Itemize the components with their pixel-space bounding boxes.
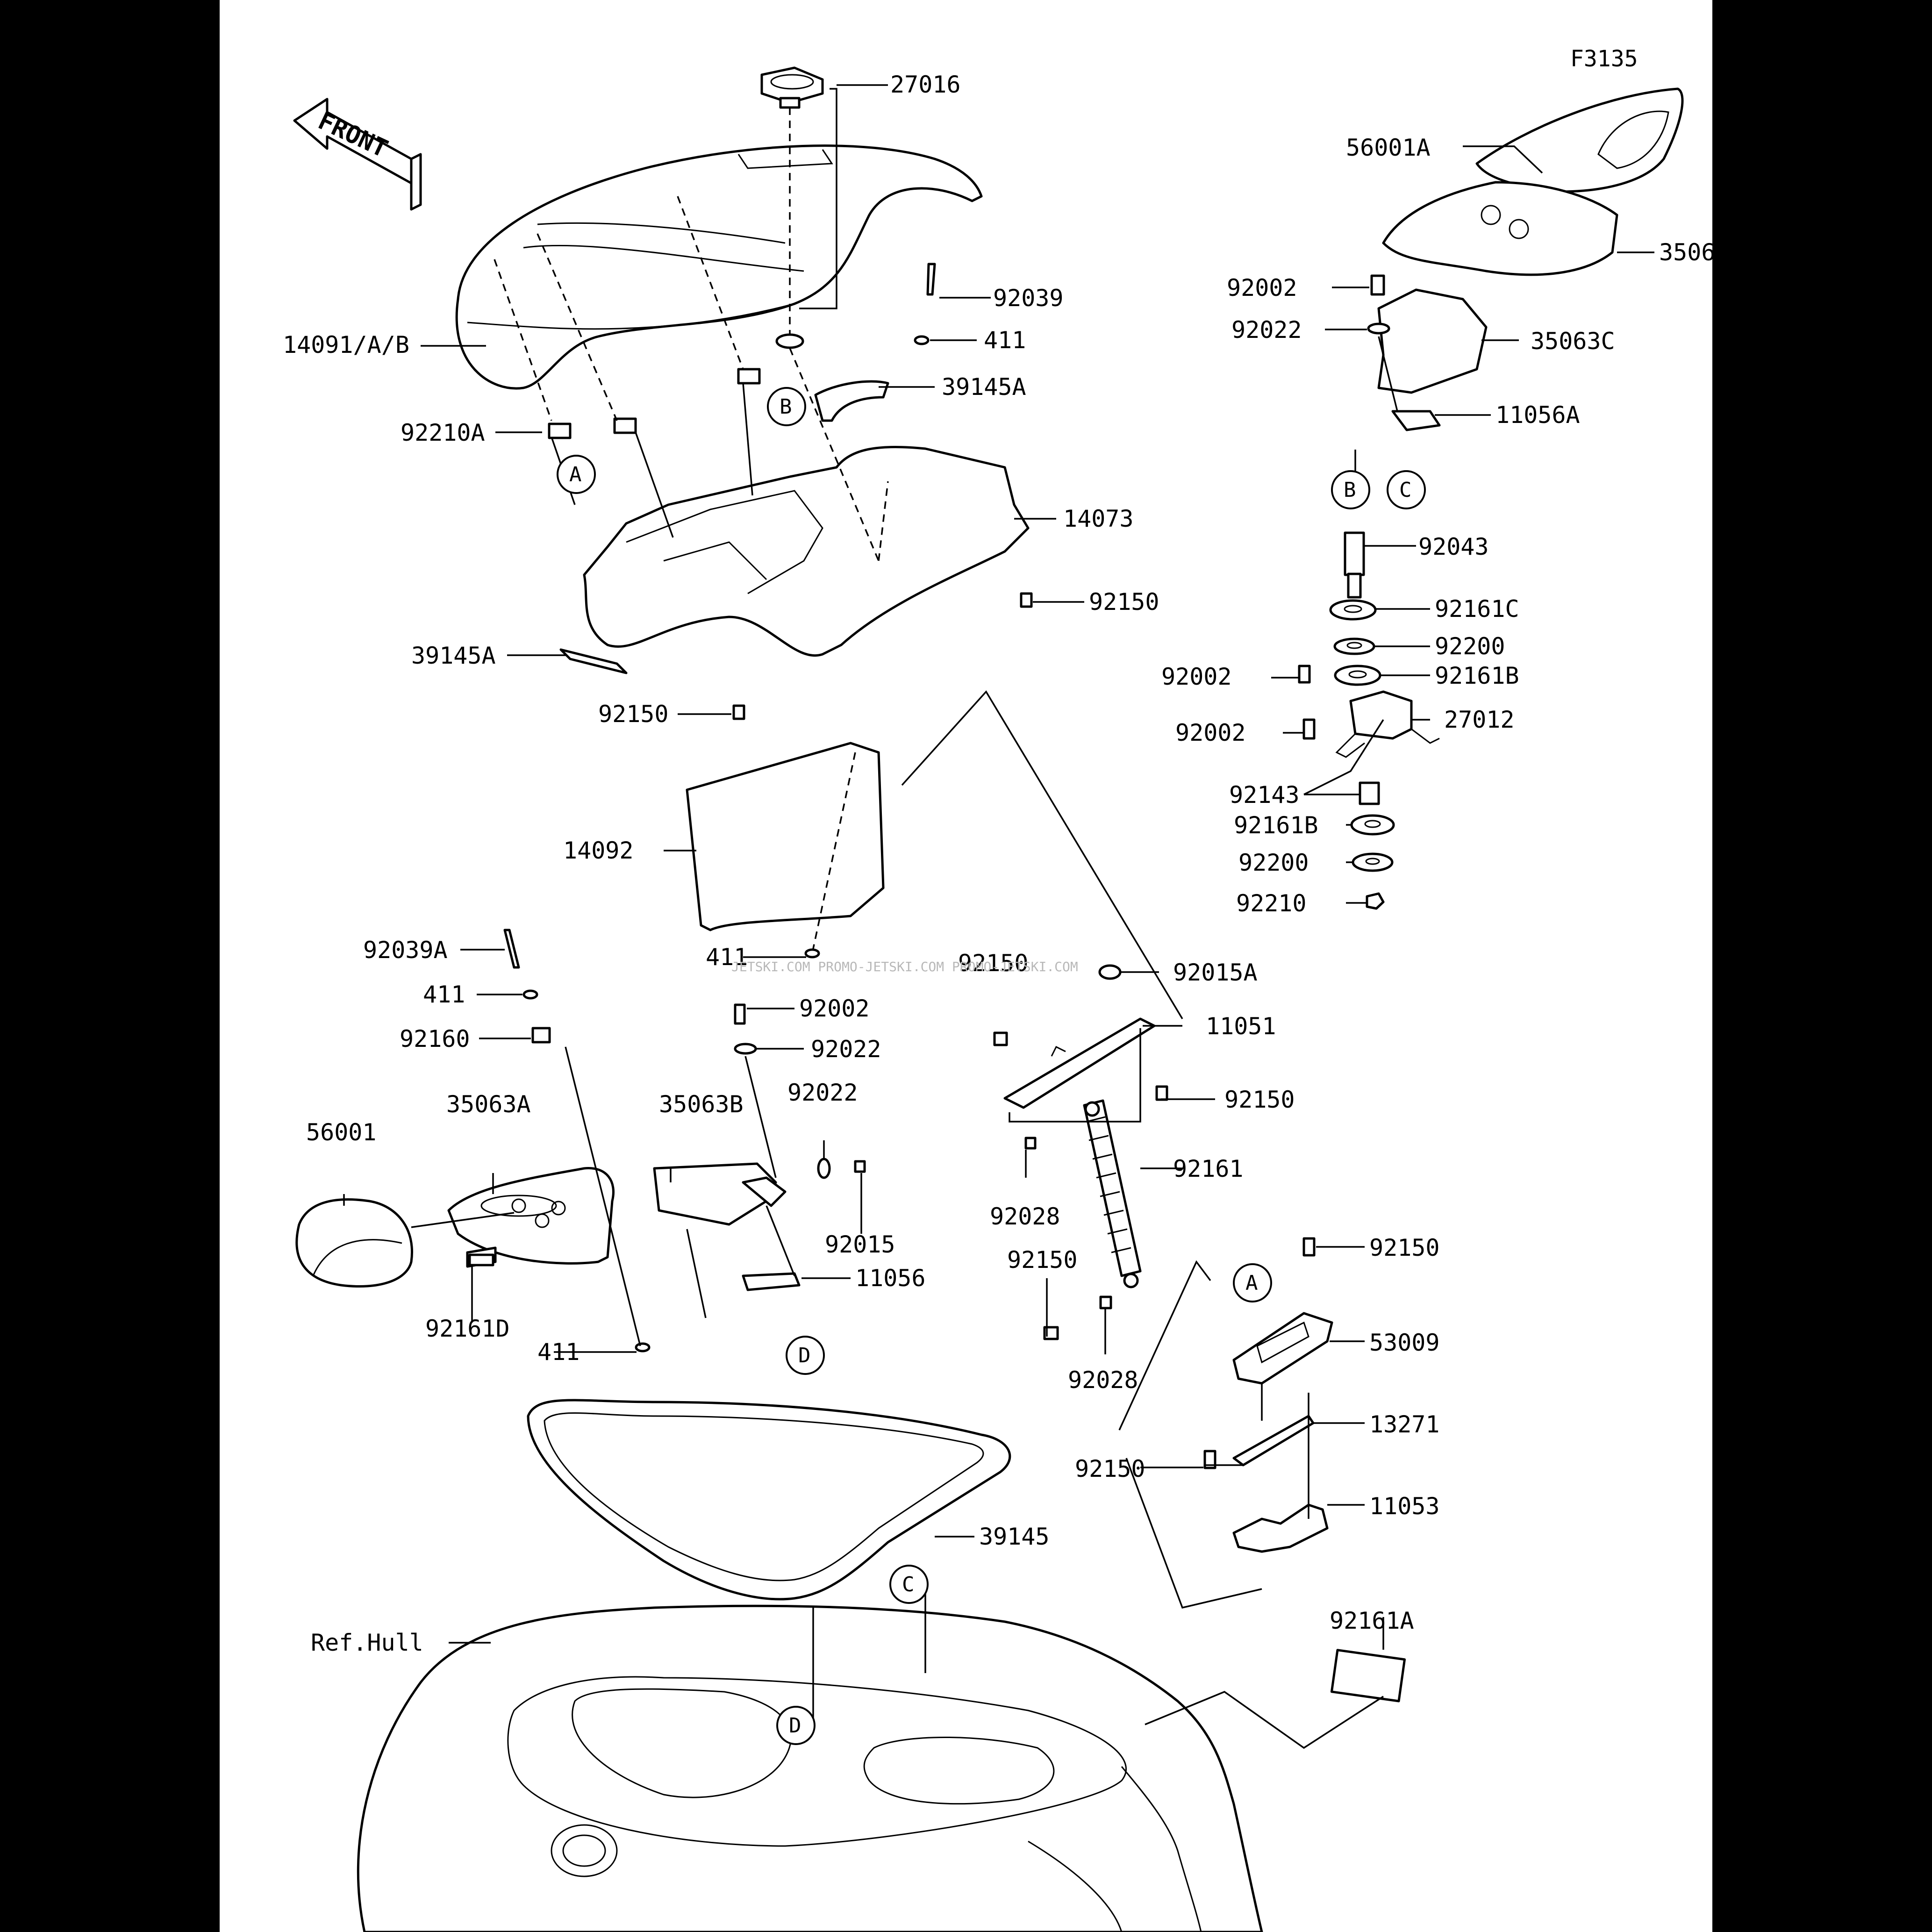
part-label: 92002	[799, 995, 870, 1022]
part-label: 35063	[1659, 239, 1730, 266]
cup-holder-left	[295, 1167, 615, 1288]
part-label: 92150	[1089, 588, 1159, 615]
callout-a-upper-label: A	[569, 463, 582, 487]
callout-d-lower: D	[776, 1706, 816, 1745]
callout-a-lower-label: A	[1245, 1271, 1258, 1295]
part-label: 27016	[890, 71, 961, 98]
leader-lines	[343, 84, 1654, 1749]
part-label: 92150	[1007, 1246, 1078, 1274]
front-arrow-label: FRONT	[314, 107, 392, 164]
part-label: 92161B	[1435, 662, 1519, 689]
callout-c-upper: C	[1387, 470, 1426, 509]
part-label: 92161D	[425, 1315, 510, 1342]
part-label: 92039A	[363, 937, 448, 964]
part-label: 92210	[1236, 890, 1307, 917]
part-label: 92161	[1173, 1155, 1244, 1182]
ref-hull-label: Ref.Hull	[311, 1629, 423, 1656]
part-label: 35063C	[1531, 328, 1615, 355]
part-label: 11051	[1206, 1013, 1276, 1040]
part-label: 411	[706, 944, 748, 971]
part-label: 92002	[1161, 663, 1232, 690]
part-label: 92200	[1435, 633, 1505, 660]
part-label: 11056A	[1496, 401, 1580, 429]
part-label: 92161A	[1330, 1607, 1414, 1634]
callout-c-lower: C	[889, 1565, 929, 1604]
part-label: 92200	[1238, 849, 1309, 876]
part-label: 411	[423, 981, 465, 1008]
part-label: 56001	[306, 1119, 377, 1146]
part-label: 13271	[1369, 1411, 1440, 1438]
part-label: 92210A	[401, 419, 485, 446]
storage-bin-14073	[583, 445, 1030, 657]
front-arrow-icon: FRONT	[293, 98, 422, 211]
figure-code: F3135	[1570, 46, 1638, 72]
bracket-11053	[1232, 1503, 1329, 1553]
part-label: 92039	[993, 285, 1064, 312]
part-label: 411	[984, 327, 1026, 354]
bracket-27012	[1335, 690, 1440, 758]
watermark-text: JETSKI.COM PROMO-JETSKI.COM PROMO-JETSKI…	[731, 959, 1078, 974]
liner-14092	[686, 742, 885, 931]
part-label: 27012	[1444, 706, 1515, 733]
part-label: 92015	[825, 1231, 895, 1258]
part-label: 14092	[563, 837, 634, 864]
bracket-11051	[1003, 1017, 1156, 1109]
part-label: 92043	[1418, 533, 1489, 560]
callout-b-right-label: B	[1344, 478, 1356, 502]
part-label: 11056	[855, 1265, 926, 1292]
part-label: 92002	[1227, 274, 1297, 301]
part-label: 92022	[1231, 316, 1302, 343]
callout-b-upper: B	[767, 387, 806, 426]
part-label: 35063A	[446, 1091, 531, 1118]
latch-53009	[1232, 1312, 1333, 1385]
part-label: 53009	[1369, 1329, 1440, 1356]
hardware-small-parts	[468, 263, 1406, 1703]
plate-13271	[1232, 1415, 1315, 1467]
callout-c-upper-label: C	[1399, 478, 1412, 502]
callout-b-upper-label: B	[780, 395, 792, 419]
callout-d-lower-label: D	[789, 1714, 801, 1738]
part-labels: 27016 14091/A/B 92210A 92039 411 39145A …	[283, 71, 1730, 1656]
seal-gasket-39145	[527, 1399, 1011, 1601]
part-label: 92022	[811, 1036, 881, 1063]
part-label: 92015A	[1173, 959, 1258, 986]
part-label: 56001A	[1346, 134, 1431, 161]
part-label: 92150	[1075, 1455, 1145, 1482]
part-label: 39145A	[942, 373, 1026, 401]
part-label: 92022	[787, 1079, 858, 1106]
seat-assembly	[455, 144, 983, 390]
part-label: 11053	[1369, 1493, 1440, 1520]
part-label: 92161C	[1435, 595, 1519, 623]
part-label: 14091/A/B	[283, 331, 409, 358]
part-label: 92160	[400, 1025, 470, 1052]
part-label: 92150	[958, 950, 1029, 977]
hull-reference	[357, 1604, 1263, 1932]
part-label: 39145A	[411, 642, 496, 669]
part-label: 92150	[1224, 1086, 1295, 1113]
part-label: 92143	[1229, 781, 1300, 809]
assembly-lines	[494, 107, 1398, 1346]
gas-spring-92161	[1083, 1099, 1142, 1288]
part-label: 411	[537, 1338, 580, 1366]
cap-27016	[760, 66, 824, 109]
part-label: 14073	[1063, 505, 1134, 532]
cup-holder-right	[1377, 87, 1684, 431]
part-label: 35063B	[659, 1091, 744, 1118]
callout-a-upper: A	[557, 455, 596, 494]
part-label: 92028	[1068, 1367, 1138, 1394]
callout-c-lower-label: C	[902, 1573, 915, 1596]
callout-b-right: B	[1331, 470, 1370, 509]
bolt-92043	[1344, 531, 1365, 599]
callout-d-upper-label: D	[798, 1344, 811, 1367]
part-label: 92150	[1369, 1234, 1440, 1261]
bracket-35063b	[653, 1162, 787, 1226]
part-label: 92150	[598, 701, 669, 728]
part-label: 92002	[1175, 719, 1246, 746]
callout-d-upper: D	[786, 1336, 825, 1375]
callout-a-lower: A	[1233, 1263, 1272, 1302]
part-label: 39145	[979, 1523, 1050, 1550]
part-label: 92028	[990, 1203, 1060, 1230]
part-label: 92161B	[1234, 812, 1318, 839]
